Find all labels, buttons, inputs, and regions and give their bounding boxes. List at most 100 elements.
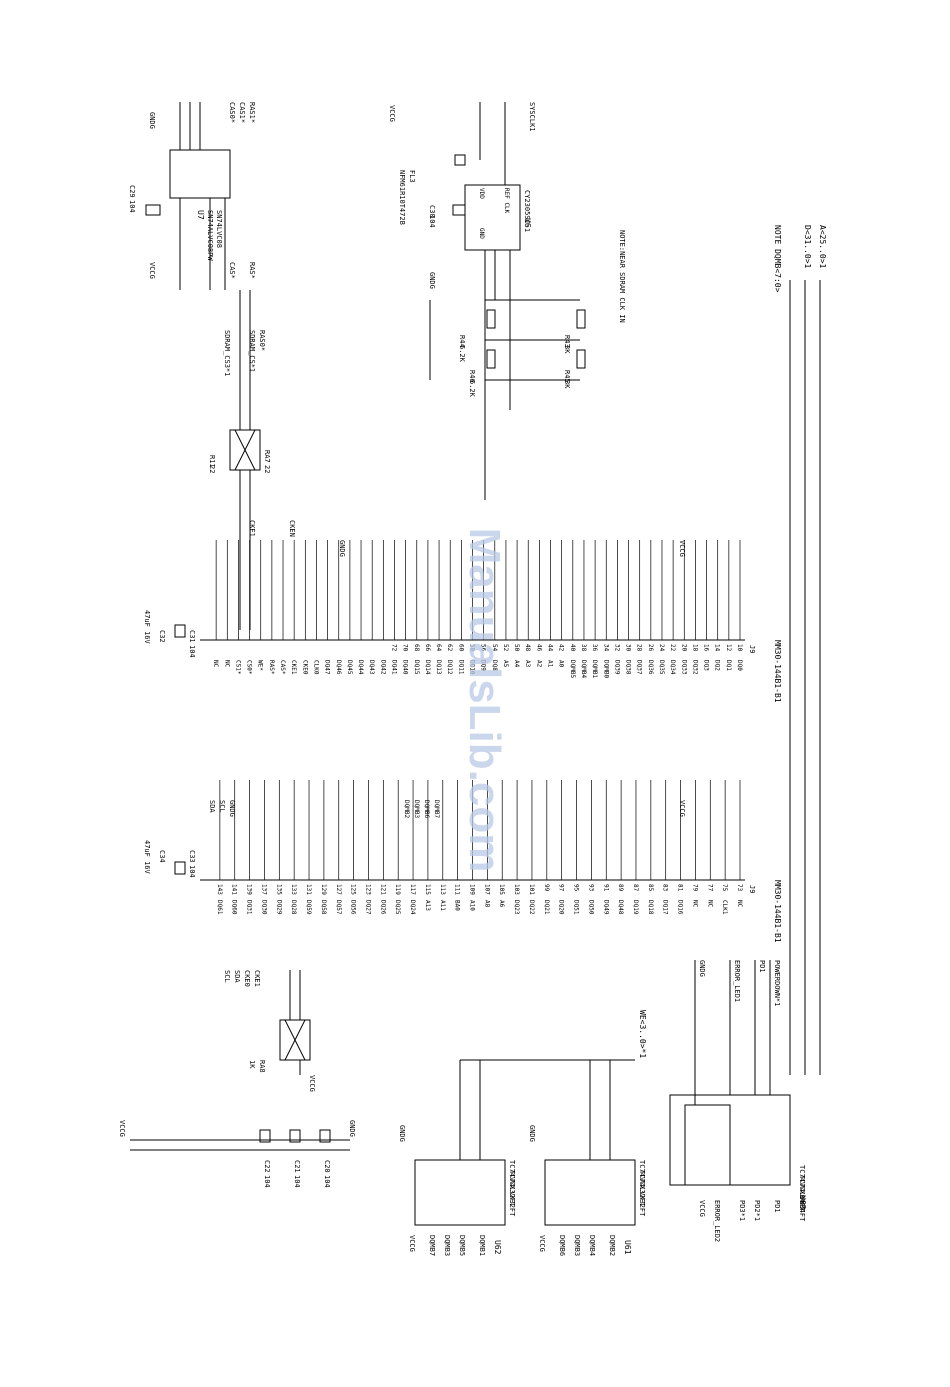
j9-top-pin-66: 66 [424,644,431,652]
j9-bot-pin-87: 87 [632,884,639,892]
c30-ref: C30 [428,205,436,218]
j9-bot-pin-81: 81 [677,884,684,892]
j9-bot-signal-6: DQ18 [647,900,654,915]
j9-top-signal-15: DQMB5 [569,660,576,678]
c29-ref: C29 [128,185,136,198]
j9-top-signal-14: DQMB4 [580,660,587,678]
j9-top-pins: 10DQ012DQ114DQ216DQ318DQ3220DQ3322DQ3424… [212,540,743,678]
r45-body [576,349,586,369]
r11-val: 22 [208,465,216,473]
j9-top-signal-38: CLK0 [312,660,319,675]
j9-top-pin-62: 62 [446,644,453,652]
j9-top-pin-36: 36 [591,644,598,652]
fl3-body [454,154,466,166]
u7-ref: U7 [196,210,205,220]
j9-bot-pin-123: 123 [364,884,371,895]
j9-top-pin-26: 26 [647,644,654,652]
u63-part-2: TC74LVX04FT [798,1175,806,1222]
j9-top-signal-47: NC [212,660,219,668]
u6-net-gnd: GNDG [428,272,436,289]
j9-bot-pin-83: 83 [662,884,669,892]
j9-bot-pin-133: 133 [290,884,297,895]
c-bottom-vcc: VCCG [118,1120,126,1137]
c22-body [259,1129,271,1143]
j9-bot-pin-141: 141 [231,884,238,895]
j9-bot-net-scl: SCL [218,800,226,813]
j9-bot-signal-24: DQ26 [379,900,386,915]
j9-bot-signal-4: DQ16 [677,900,684,915]
j9-bot-signal-27: DQ57 [335,900,342,915]
j9-top-net-gnd: GNDG [338,540,346,557]
c33-ref: C33 [188,850,196,863]
j9-bot-signal-1: CLK1 [721,900,728,915]
j9-top-ref: J9 [748,645,756,653]
j9-top-signal-1: DQ1 [725,660,732,671]
j9-top-signal-26: DQ12 [446,660,453,675]
ra8-body [279,1019,311,1061]
j9-bot-signal-18: A10 [469,900,476,911]
r46-body [486,349,496,369]
j9-top-signal-39: CKE0 [301,660,308,675]
j9-bot-pin-75: 75 [721,884,728,892]
fl3-part: NFM61R10T472B [398,170,406,225]
j9-bot-pin-119: 119 [394,884,401,895]
j9-bot-signal-11: DQ51 [573,900,580,915]
j9-bottom-pins: 73NC75CLK177NC79NC81DQ1683DQ1785DQ1887DQ… [216,780,743,915]
c-bottom-block: C20 104 C21 104 C22 104 GNDG VCCG [118,1120,356,1188]
j9-top-signal-42: RAS* [268,660,275,675]
c20-val: 104 [323,1175,331,1188]
j9-top-signal-7: DQ35 [658,660,665,675]
watermark: ManualsLib.com [460,528,509,873]
r43-ref: R43 [563,335,571,348]
or-gates-block: WE<3..0>*1 U61 TC74VCX32FT TC74LVX32FT U… [398,1010,647,1256]
j9-bot-signal-31: DQ29 [275,900,282,915]
j9-top-signal-43: WE* [257,660,264,671]
j9-top-pin-24: 24 [658,644,665,652]
u61-body [544,1159,636,1226]
u7-net-cas: CAS* [228,262,236,279]
j9-bot-pin-131: 131 [305,884,312,895]
u62-net-gnd: GNDG [398,1125,406,1142]
j9-top-signal-8: DQ36 [647,660,654,675]
j9-bot-pin-121: 121 [379,884,386,895]
j9-top-signal-21: A5 [502,660,509,668]
j9-bot-signal-22: DQ24 [409,900,416,915]
j9-bot-dqmb7: DQMB7 [433,800,440,818]
u61-out-1: DQMB2 [608,1235,616,1256]
j9-top-pin-34: 34 [602,644,609,652]
u61-net-gnd: GNDG [528,1125,536,1142]
j9-bot-pin-93: 93 [587,884,594,892]
j9-bot-pin-115: 115 [424,884,431,895]
u7-net-cas1: CAS1* [238,102,246,123]
j9-bot-signal-3: NC [691,900,698,908]
j9-top-signal-19: A3 [524,660,531,668]
j9-top-pin-50: 50 [513,644,520,652]
u61-part-2: TC74LVX32FT [638,1170,646,1217]
bus-d: D<31..0>1 [803,225,812,269]
j9-top-signal-0: DQ0 [736,660,743,671]
c31-value: 104 [188,645,196,658]
j9-bot-signal-30: DQ28 [290,900,297,915]
j9-bot-pin-97: 97 [558,884,565,892]
c32-value: 47uF 16V [143,610,151,645]
u62-out-3: DQMB3 [443,1235,451,1256]
j9-top-signal-40: CKE1 [290,660,297,675]
u6-block: U6 CY2305SC-1 VDD REF CLK GND VCCG SYSCL… [388,102,626,500]
j9-top-signal-24: DQ10 [469,660,476,675]
c29-value: 104 [128,200,136,213]
j9-bot-signal-14: DQ22 [528,900,535,915]
j9-bot-pin-101: 101 [528,884,535,895]
j9-bottom: J9 MM30-144B1-B1 73NC75CLK177NC79NC81DQ1… [143,780,782,943]
j9-top-signal-34: DQ44 [357,660,364,675]
j9-bot-pin-77: 77 [706,884,713,892]
j9-top-signal-33: DQ43 [368,660,375,675]
c29-body [145,204,161,216]
j9-top-pin-72: 72 [390,644,397,652]
j9-bot-signal-13: DQ21 [543,900,550,915]
r44-ref: R44 [458,335,466,348]
j9-bot-signal-7: DQ19 [632,900,639,915]
u61-part-1: TC74VCX32FT [638,1160,646,1207]
u62-part-2: TC74LVX32FT [508,1170,516,1217]
u6-pin-refclk: REF CLK [503,188,510,214]
